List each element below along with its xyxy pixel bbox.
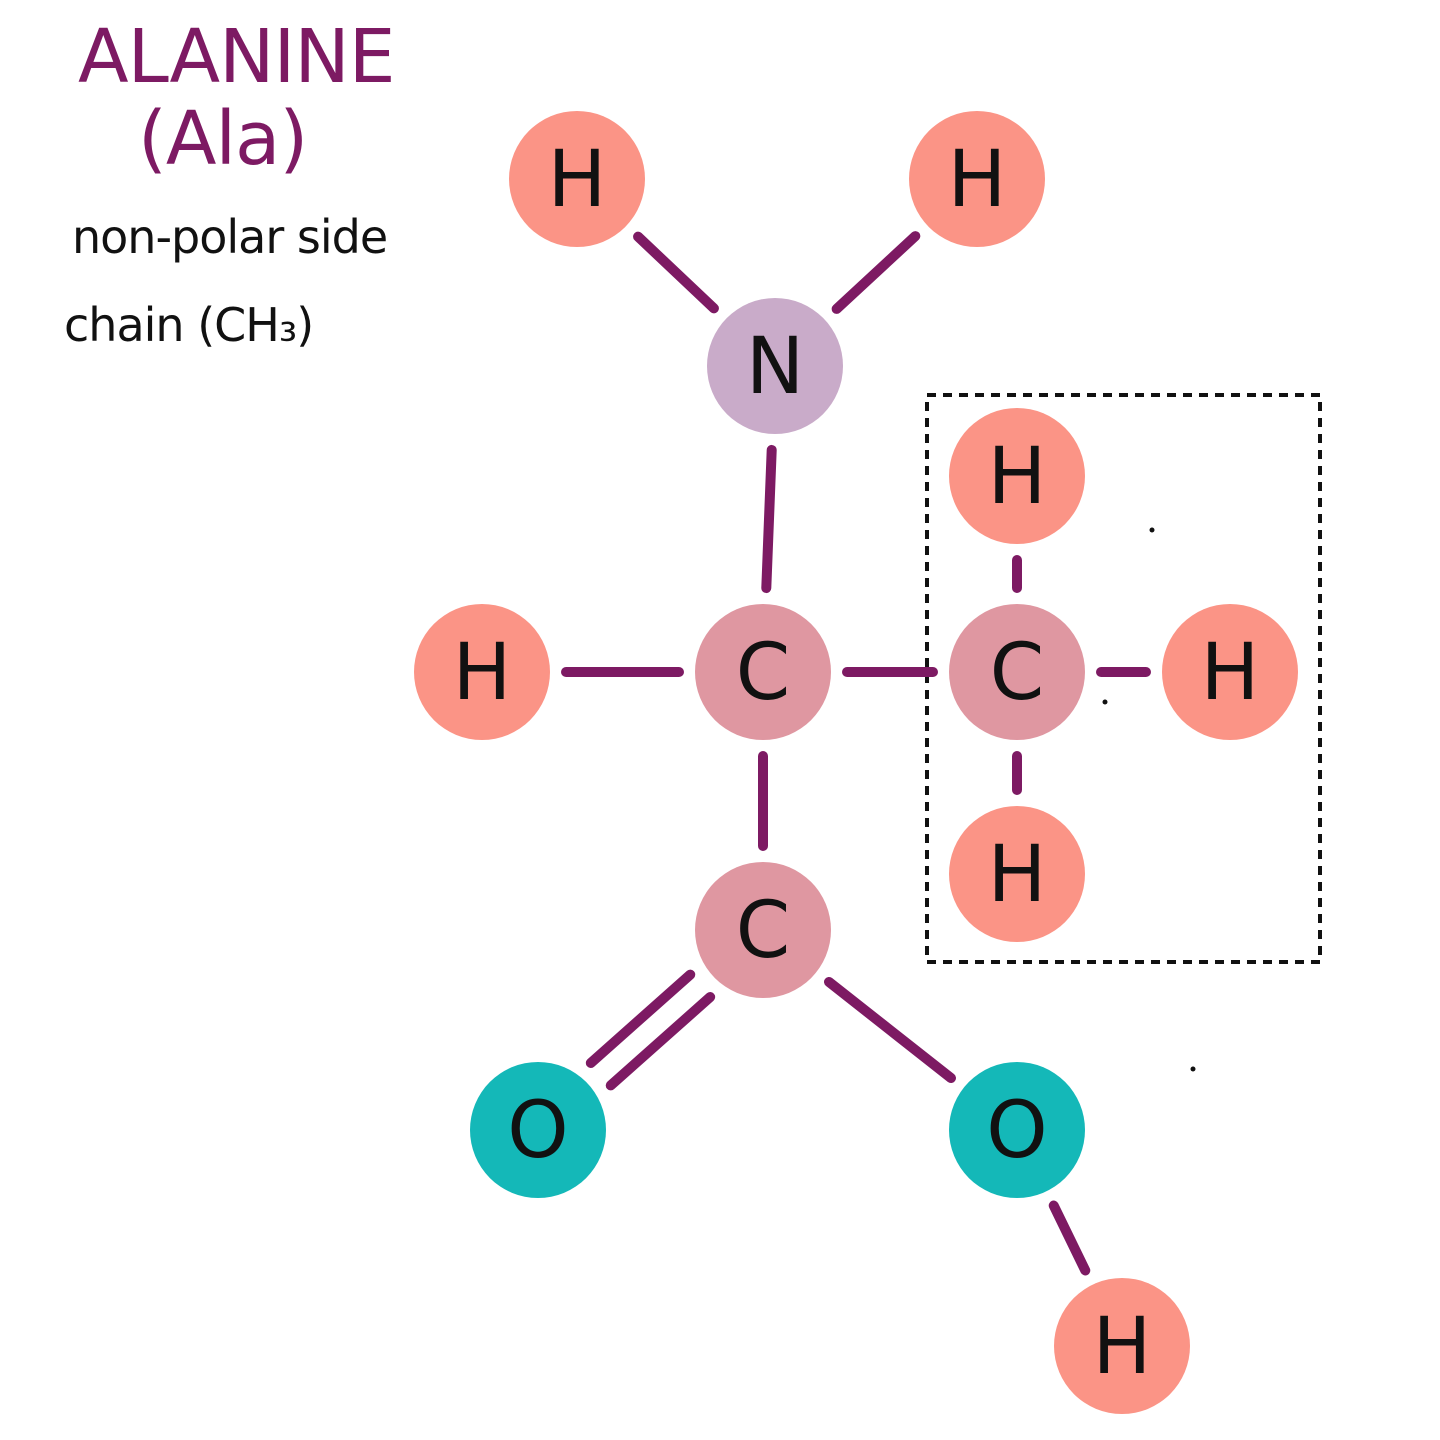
atom-circle xyxy=(949,806,1085,942)
atom-h3: H xyxy=(414,604,550,740)
bond-c3-o1 xyxy=(585,969,696,1068)
atom-circle xyxy=(909,111,1045,247)
atom-label: H xyxy=(548,135,607,225)
atom-label: H xyxy=(988,432,1047,522)
atom-h4: H xyxy=(949,408,1085,544)
bond-c3-o1 xyxy=(605,992,716,1091)
stray-dot xyxy=(1102,699,1108,705)
title-alanine: ALANINE xyxy=(78,14,395,100)
atom-label: C xyxy=(990,628,1044,718)
atom-circle xyxy=(509,111,645,247)
atom-circle xyxy=(1054,1278,1190,1414)
atom-label: H xyxy=(1093,1302,1152,1392)
atom-label: C xyxy=(736,628,790,718)
atom-c3: C xyxy=(695,862,831,998)
atom-n: N xyxy=(707,298,843,434)
atom-label: O xyxy=(507,1086,568,1176)
atom-h2: H xyxy=(909,111,1045,247)
atom-label: N xyxy=(746,322,804,412)
atom-circle xyxy=(949,604,1085,740)
atom-o2: O xyxy=(949,1062,1085,1198)
bond-o2-h7 xyxy=(1048,1200,1091,1276)
atom-label: H xyxy=(988,830,1047,920)
atom-h6: H xyxy=(949,806,1085,942)
atom-h5: H xyxy=(1162,604,1298,740)
title-abbreviation: (Ala) xyxy=(138,96,308,182)
bond-c3-o2 xyxy=(823,976,957,1084)
atom-label: H xyxy=(948,135,1007,225)
atom-circle xyxy=(695,604,831,740)
atom-o1: O xyxy=(470,1062,606,1198)
atom-circle xyxy=(414,604,550,740)
atom-label: H xyxy=(1201,628,1260,718)
atom-h7: H xyxy=(1054,1278,1190,1414)
caption-line-2: chain (CH₃) xyxy=(64,298,314,352)
atom-c2: C xyxy=(949,604,1085,740)
caption-line-1: non-polar side xyxy=(72,210,388,264)
atom-label: O xyxy=(986,1086,1047,1176)
atom-label: H xyxy=(453,628,512,718)
atom-circle xyxy=(707,298,843,434)
stray-dot xyxy=(1190,1066,1196,1072)
atom-c1: C xyxy=(695,604,831,740)
atom-circle xyxy=(1162,604,1298,740)
atom-h1: H xyxy=(509,111,645,247)
bond-h2-n xyxy=(831,231,921,314)
bonds-layer xyxy=(561,231,1151,1276)
atom-circle xyxy=(949,1062,1085,1198)
bond-h1-n xyxy=(633,231,719,314)
stray-dot xyxy=(1149,527,1155,533)
side-chain-highlight-box xyxy=(925,393,1322,964)
atom-circle xyxy=(949,408,1085,544)
atom-circle xyxy=(470,1062,606,1198)
bond-n-c1 xyxy=(761,444,777,594)
atoms-layer: H H N H C C C H H H O O H xyxy=(414,111,1298,1414)
atom-circle xyxy=(695,862,831,998)
atom-label: C xyxy=(736,886,790,976)
